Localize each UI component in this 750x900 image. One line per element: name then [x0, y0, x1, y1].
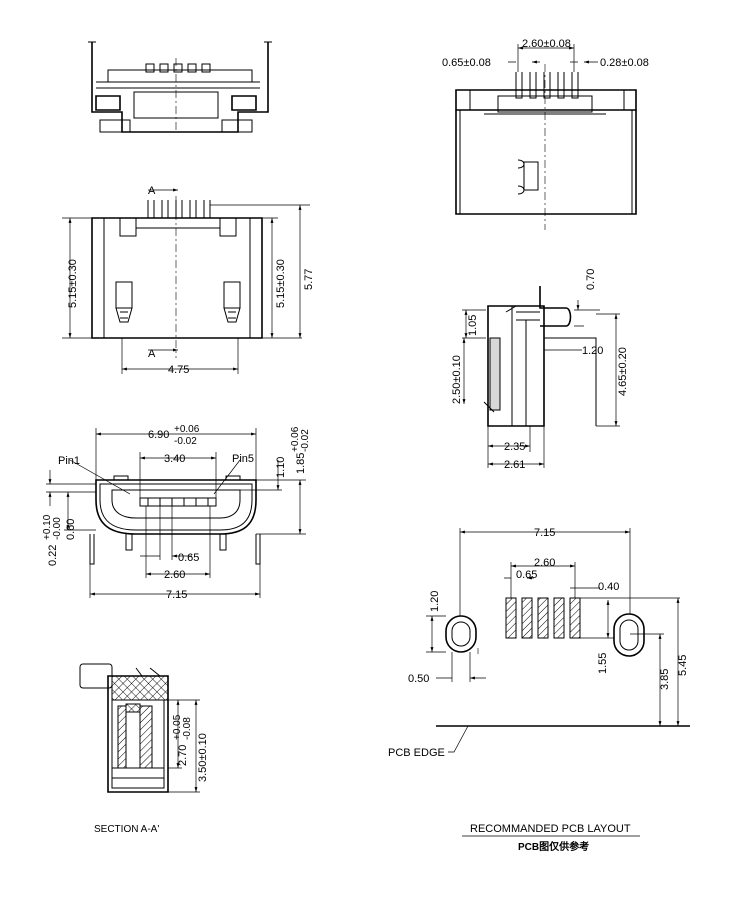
dim-left-offset-tol-plus: +0.10: [42, 514, 53, 540]
dim-left-height: 0.60: [65, 519, 77, 540]
dim-depth-outer: 2.61: [504, 459, 525, 471]
section-marker-top: A: [148, 185, 156, 197]
dim-pin-thickness: 0.70: [585, 269, 597, 290]
section-caption: SECTION A-A': [94, 824, 159, 835]
dim-height-total: 5.77: [303, 269, 315, 290]
dim-left-offset-tol-minus: -0.00: [52, 517, 63, 540]
top-right-view: 2.60±0.08 0.65±0.08 0.28±0.08: [442, 38, 649, 230]
dim-left-offset-main: 0.22: [47, 545, 59, 566]
dim-pin-span: 3.40: [164, 453, 185, 465]
dim-height-main: 1.85: [295, 453, 307, 474]
dim-pcb-pad-span: 2.60: [534, 557, 555, 569]
section-marker-bottom: A: [148, 348, 156, 360]
dim-inner-height-tol-plus: +0.05: [172, 714, 183, 740]
dim-width-top-main: 6.90: [148, 429, 169, 441]
dim-pcb-to-edge-outer: 5.45: [677, 655, 689, 676]
dim-pcb-width-total: 7.15: [534, 527, 555, 539]
dim-height-tol-plus: +0.06: [290, 426, 301, 452]
pcb-caption-cn: PCB图仅供参考: [518, 840, 589, 853]
dim-inner-height-tol-minus: -0.08: [182, 717, 193, 740]
dim-width-top-tol-minus: -0.02: [174, 436, 197, 447]
dim-pcb-pad-height: 1.55: [597, 653, 609, 674]
dim-width: 4.75: [168, 364, 189, 376]
dim-top-pin-width: 0.28±0.08: [600, 57, 649, 69]
dim-pcb-hole-width: 0.50: [408, 673, 429, 685]
dim-depth-inner: 2.35: [504, 441, 525, 453]
pcb-layout-view: 7.15 2.60 0.65 0.40 1.20 0.50 1.55 3.85 …: [388, 527, 690, 853]
dim-pcb-pad-pitch: 0.65: [516, 569, 537, 581]
dim-height-tol-minus: -0.02: [300, 429, 311, 452]
pcb-edge-label: PCB EDGE: [388, 747, 445, 759]
dim-top-pitch: 0.65±0.08: [442, 57, 491, 69]
face-view: Pin1 Pin5 6.90 +0.06 -0.02 3.40 1.85 +0.…: [42, 424, 311, 601]
dim-width-total: 7.15: [166, 589, 187, 601]
dim-height-left: 5.15±0.30: [67, 259, 79, 308]
dim-top-pin-span: 2.60±0.08: [522, 38, 571, 50]
dim-width-top-tol-plus: +0.06: [174, 424, 200, 435]
dim-inner: 2.50±0.10: [451, 355, 463, 404]
dim-pcb-hole-height: 1.20: [429, 591, 441, 612]
dim-pin-span-bottom: 2.60: [164, 569, 185, 581]
dim-inner-height-main: 2.70: [177, 745, 189, 766]
dim-pcb-to-edge-inner: 3.85: [659, 669, 671, 690]
front-top-view: [88, 41, 272, 133]
side-view: A A 5.15±0.30 5.15±0.30 5.77 4.75: [62, 185, 315, 376]
dim-pcb-pad-width: 0.40: [598, 581, 619, 593]
dim-height-right: 5.15±0.30: [275, 259, 287, 308]
pin5-label: Pin5: [232, 453, 254, 465]
dim-upper: 1.05: [467, 315, 479, 336]
dim-pitch: 0.65: [178, 552, 199, 564]
pin1-label: Pin1: [58, 455, 80, 467]
dim-outer-height: 3.50±0.10: [197, 733, 209, 782]
dim-slot-height: 1.10: [275, 457, 287, 478]
section-view: 2.70 +0.05 -0.08 3.50±0.10 SECTION A-A': [79, 663, 209, 835]
dim-lip: 1.20: [582, 345, 603, 357]
pcb-caption: RECOMMANDED PCB LAYOUT: [470, 823, 631, 835]
side-right-view: 0.70 1.05 2.50±0.10 1.20 4.65±0.20 2.35 …: [451, 269, 629, 471]
dim-height: 4.65±0.20: [617, 347, 629, 396]
